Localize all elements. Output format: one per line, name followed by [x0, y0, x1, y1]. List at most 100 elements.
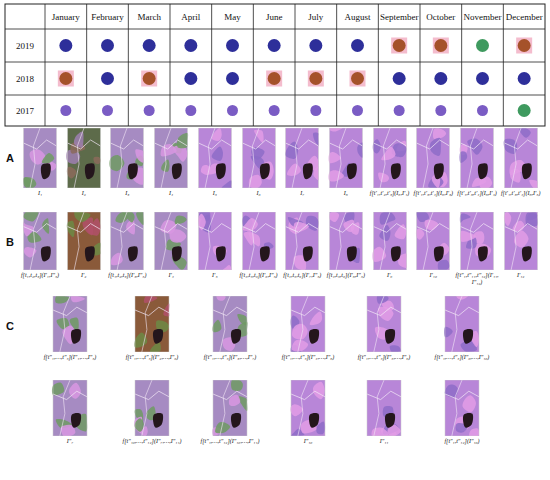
status-dot: [102, 105, 113, 116]
satellite-image: [271, 380, 345, 436]
satellite-image: [18, 212, 62, 270]
image-label: I″₁₁: [347, 438, 421, 445]
status-dot: [59, 39, 72, 52]
status-dot: [143, 72, 156, 85]
satellite-image: [347, 296, 421, 352]
image-panel: I′₉: [368, 212, 412, 279]
image-label: I₆: [237, 190, 281, 197]
satellite-image: [499, 128, 543, 188]
month-header: June: [266, 12, 283, 22]
image-label: I′₁₀: [411, 272, 455, 279]
image-panel: f[t₄,t₅,t₆](I′₇,I″₅): [280, 212, 324, 279]
dot-halo: [350, 71, 366, 87]
image-panel: f[t₄,t₅,t₆](I′₆,I″₅): [237, 212, 281, 279]
status-dot: [518, 39, 531, 52]
satellite-image: [411, 212, 455, 270]
image-label: f[t₄,t₅,t₆](I′₈,I″₅): [324, 272, 368, 279]
month-header: July: [308, 12, 323, 22]
year-label: 2018: [16, 74, 34, 84]
image-label: f[t′₁,t′₃,t′₄](I₈,I′₅): [499, 190, 543, 197]
satellite-image: [115, 380, 189, 436]
image-panel: I₂: [62, 128, 106, 197]
status-dot: [434, 39, 447, 52]
image-label: I₁: [18, 190, 62, 197]
month-header: November: [464, 12, 502, 22]
image-panel: f[t″₁,t″₁₂](I″₁₀): [425, 380, 499, 445]
image-label: I₈: [324, 190, 368, 197]
image-label: f[t₄,t₅,t₆](I′₆,I″₅): [237, 272, 281, 279]
status-dot: [351, 72, 364, 85]
status-dot: [310, 105, 321, 116]
image-label: f[t″₁,…,t″₁₂](I″₁₀,…,I″₁₁): [193, 438, 267, 445]
image-panel: f[t′₁,t′₃,t′₄](I₈,I′₅): [499, 128, 543, 197]
image-panel: f[t″₁,…,t″₁₂](I″₁₀,…,I″₁₁): [193, 380, 267, 445]
grid-line: [461, 4, 462, 126]
image-label: f[t″₁,…,t″₅](I″₂,…,I″₆): [115, 354, 189, 361]
status-dot: [269, 105, 280, 116]
image-panel: I″₇: [33, 380, 107, 445]
year-label: 2019: [16, 41, 34, 51]
satellite-image: [237, 128, 281, 188]
dot-halo: [391, 38, 407, 54]
image-label: f[t₁,t₂,t₃](I′₁,I″₅): [18, 272, 62, 279]
image-panel: I₄: [149, 128, 193, 197]
status-dot: [227, 105, 238, 116]
image-label: I₄: [149, 190, 193, 197]
month-header: September: [380, 12, 419, 22]
status-dot: [143, 39, 156, 52]
image-panel: I₁: [18, 128, 62, 197]
status-dot: [351, 39, 364, 52]
grid-line: [170, 4, 171, 126]
status-dot: [101, 39, 114, 52]
month-header: May: [224, 12, 241, 22]
image-label: f[t″₁,…,t″₅](I″₄,…,I″₈): [271, 354, 345, 361]
image-label: I₂: [62, 190, 106, 197]
row-letter: B: [6, 236, 14, 248]
status-dot: [60, 105, 71, 116]
satellite-image: [62, 212, 106, 270]
satellite-image: [115, 296, 189, 352]
image-label: f[t″₁,…,t″₅](I″₅,…,I″₉): [347, 354, 421, 361]
image-label: f[t′₁,t′₂,t′₃](I₈,I′₁): [368, 190, 412, 197]
satellite-image: [455, 212, 499, 270]
image-panel: f[t″₁,…,t″₅](I″₄,…,I″₈): [271, 296, 345, 361]
satellite-image: [425, 296, 499, 352]
grid-line: [128, 4, 129, 126]
month-header: January: [52, 12, 80, 22]
image-panel: I″₁₀: [271, 380, 345, 445]
image-panel: I₃: [105, 128, 149, 197]
status-dot: [476, 72, 489, 85]
satellite-image: [149, 128, 193, 188]
status-dot: [268, 39, 281, 52]
status-dot: [476, 39, 489, 52]
image-label: I₇: [280, 190, 324, 197]
image-label: I′₂: [62, 272, 106, 279]
image-panel: f[t″₁,…,t″₅](I″₅,…,I″₉): [347, 296, 421, 361]
image-panel: I′₁₀: [411, 212, 455, 279]
grid-line: [420, 4, 421, 126]
grid-line: [336, 4, 337, 126]
image-panel: I′₅: [193, 212, 237, 279]
image-panel: I₈: [324, 128, 368, 197]
image-panel: f[t′₁,t′₂,t′₃](I₈,I′₁): [368, 128, 412, 197]
dot-halo: [308, 71, 324, 87]
satellite-image: [105, 212, 149, 270]
image-label: f[t′₁,t′₃,t′₄](I₈,I′₃): [411, 190, 455, 197]
satellite-image: [411, 128, 455, 188]
status-dot: [59, 72, 72, 85]
image-label: f[t″₁,t″₁₁,t″₁₂](I′₁₁,I″₁₂): [455, 272, 499, 286]
dot-halo: [141, 71, 157, 87]
image-panel: f[t₁,t₂,t₃](I′₃,I″₅): [105, 212, 149, 279]
satellite-image: [193, 128, 237, 188]
satellite-image: [149, 212, 193, 270]
grid-line: [503, 4, 504, 126]
status-dot: [184, 72, 197, 85]
grid-line: [211, 4, 212, 126]
image-panel: I′₂: [62, 212, 106, 279]
dot-halo: [266, 71, 282, 87]
image-panel: f[t₄,t₅,t₆](I′₈,I″₅): [324, 212, 368, 279]
image-label: f[t″₁,t″₁₂](I″₁₀): [425, 438, 499, 445]
satellite-image: [280, 128, 324, 188]
image-panel: I′₁₂: [499, 212, 543, 279]
